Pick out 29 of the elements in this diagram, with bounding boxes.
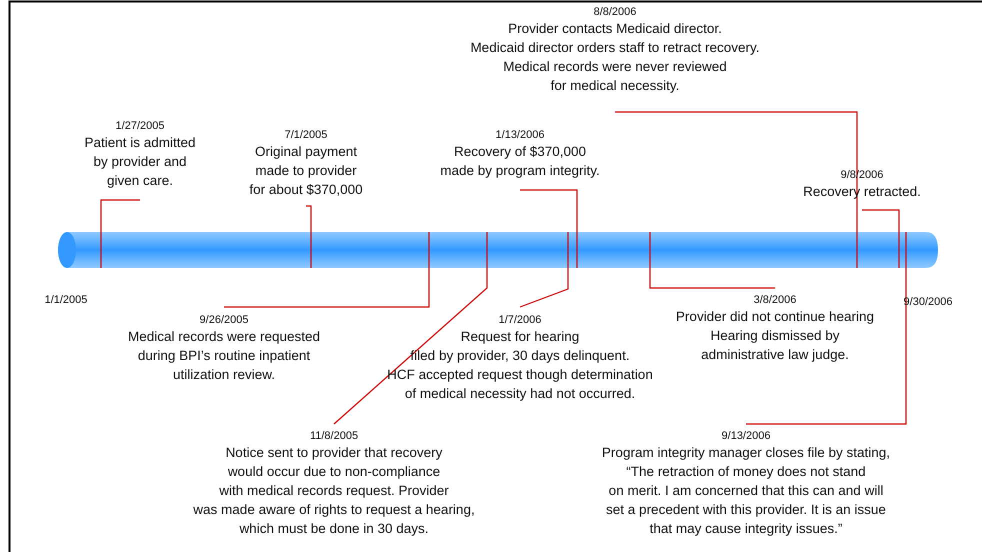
leader-line <box>520 232 569 308</box>
leader-line <box>224 232 430 308</box>
leader-line <box>334 232 488 424</box>
event-description: Program integrity manager closes file by stating, “The retraction of money does not stand on merit. I am concerned that this can and will set a precedent with this provider. It is an issue that may cause integrity issues.” <box>602 444 890 538</box>
leader-line <box>306 205 312 268</box>
event-date: 9/26/2005 <box>198 314 250 327</box>
timeline-date: 1/1/2005 <box>44 294 88 307</box>
event-description: Provider did not continue hearing Hearing dismissed by administrative law judge. <box>676 308 874 364</box>
event-description: Provider contacts Medicaid director. Medicaid director orders staff to retract recovery. Medical records were never reviewed for medical necessity. <box>470 20 760 95</box>
event-date: 9/13/2006 <box>720 430 772 443</box>
leader-line <box>649 232 775 289</box>
leader-line <box>100 199 140 268</box>
event-description: Notice sent to provider that recovery would occur due to non-compliance with medical records request. Provider was made aware of rights to request a hearing, which must be done in 30 days. <box>193 444 475 538</box>
event-description: Recovery of $370,000 made by program integrity. <box>440 143 600 180</box>
event-date: 3/8/2006 <box>752 294 798 307</box>
leader-line <box>520 189 578 268</box>
event-date: 1/27/2005 <box>114 120 166 133</box>
event-description: Patient is admitted by provider and given care. <box>84 134 196 190</box>
leader-line <box>746 232 907 425</box>
event-date: 7/1/2005 <box>284 129 328 142</box>
leader-line <box>862 209 900 268</box>
event-date: 1/13/2006 <box>494 129 546 142</box>
event-description: Request for hearing filed by provider, 30 days delinquent. HCF accepted request though determination of medical necessity had not occurred. <box>387 328 653 403</box>
event-description: Original payment made to provider for about $370,000 <box>249 143 363 199</box>
event-description: Medical records were requested during BPI’s routine inpatient utilization review. <box>128 328 320 384</box>
event-date: 11/8/2005 <box>308 430 360 443</box>
leader-line <box>615 111 858 268</box>
event-date: 1/7/2006 <box>498 314 542 327</box>
event-date: 8/8/2006 <box>592 6 638 19</box>
